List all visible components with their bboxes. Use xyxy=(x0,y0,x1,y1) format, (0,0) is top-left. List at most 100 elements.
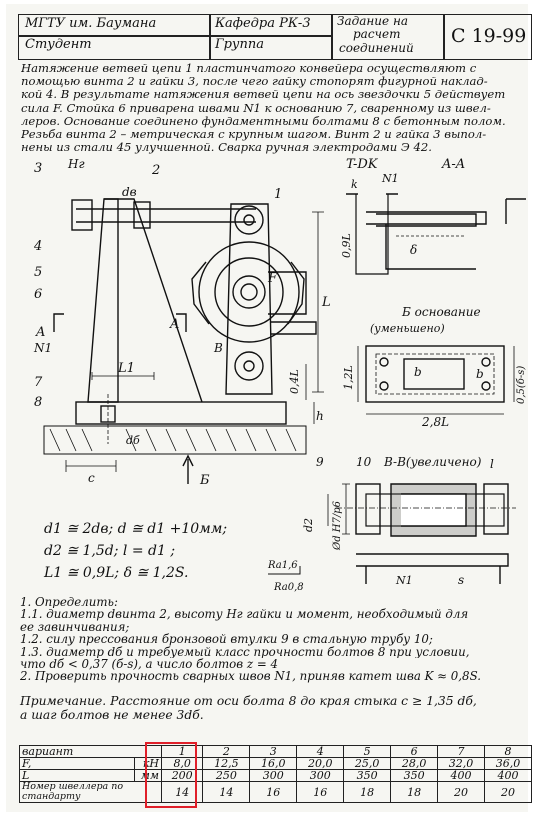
callout-10: 10 xyxy=(356,455,372,469)
dim-0-9l: 0,9L xyxy=(340,233,353,258)
dim-d-bolt: dб xyxy=(126,434,140,447)
technical-drawing: 3 Hг 2 dв 1 4 5 6 A A F L N1 L1 B 7 8 dб… xyxy=(33,157,527,593)
callout-1: 1 xyxy=(274,187,282,202)
channel-label-line-2: стандарту xyxy=(22,791,81,802)
assignment-code: С 19-99 xyxy=(451,25,527,47)
table-cell: 3 xyxy=(249,745,298,758)
weld-n1-bottom: N1 xyxy=(395,574,413,587)
dim-h: h xyxy=(316,409,324,423)
dim-0-4l: 0,4L xyxy=(288,369,301,394)
table-cell: 300 xyxy=(296,769,345,782)
requirement-line: 1.3. диаметр dб и требуемый класс прочно… xyxy=(20,645,470,659)
table-cell: 14 xyxy=(160,781,204,803)
table-cell: 18 xyxy=(390,781,439,803)
weld-n1-section: N1 xyxy=(381,172,399,185)
group-label: Группа xyxy=(215,37,264,52)
department-label: Кафедра РК-3 xyxy=(215,16,311,31)
channel-label-line-1: Номер швеллера по xyxy=(22,781,124,792)
view-b-title: Б основание xyxy=(401,305,481,319)
callout-3: 3 xyxy=(34,161,42,176)
note: Примечание. Расстояние от оси болта 8 до… xyxy=(20,694,530,722)
formula-line: d2 ≅ 1,5d; l = d1 ; xyxy=(44,543,176,559)
table-cell: 8 xyxy=(484,745,532,758)
requirement-line: что dб < 0,37 (б-s), а число болтов z = … xyxy=(20,658,278,671)
table-cell: 20,0 xyxy=(296,757,345,770)
dim-delta: δ xyxy=(410,243,417,257)
formula-line: d1 ≅ 2dв; d ≅ d1 +10мм; xyxy=(44,521,228,537)
weld-k: k xyxy=(351,178,358,191)
task-line: нены из стали 45 улучшенной. Сварка ручн… xyxy=(21,141,432,155)
table-cell: 20 xyxy=(437,781,485,803)
task-line: помощью винта 2 и гайки 3, после чего га… xyxy=(21,75,488,89)
dim-b-vertical: b xyxy=(476,367,484,381)
table-cell: 16 xyxy=(296,781,345,803)
variant-header: вариант xyxy=(19,745,162,758)
variant-1-highlight xyxy=(145,742,197,808)
force-label: F xyxy=(267,271,278,286)
requirement-line: ее завинчивания; xyxy=(20,620,130,634)
force-row-label: F, xyxy=(19,757,135,770)
view-b-arrow-label: Б xyxy=(199,473,210,488)
dim-s: s xyxy=(458,573,464,587)
section-t-dk: T-DK xyxy=(346,157,379,172)
dim-d2: d2 xyxy=(302,518,315,532)
table-cell: 14 xyxy=(202,781,251,803)
table-row: Номер швеллера по стандарту 14 14 16 16 … xyxy=(19,781,532,803)
table-row: L мм 200 250 300 300 350 350 400 400 xyxy=(19,769,532,782)
callout-2: 2 xyxy=(151,163,160,178)
task-line: Резьба винта 2 – метрическая с крупным ш… xyxy=(21,128,487,142)
note-line: Примечание. Расстояние от оси болта 8 до… xyxy=(20,694,477,708)
callout-4: 4 xyxy=(33,239,42,254)
dim-c: c xyxy=(88,471,95,485)
callout-6: 6 xyxy=(34,287,42,302)
section-a-a: A-A xyxy=(441,157,465,172)
student-label: Студент xyxy=(25,37,92,52)
table-cell: 250 xyxy=(202,769,251,782)
table-cell: 5 xyxy=(343,745,392,758)
dim-b-horizontal: b xyxy=(414,365,422,379)
table-cell: 7 xyxy=(437,745,485,758)
table-cell: 20 xyxy=(484,781,532,803)
worksheet: МГТУ им. Баумана Студент Кафедра РК-3 Гр… xyxy=(6,4,532,812)
table-row: вариант 1 2 3 4 5 6 7 8 xyxy=(19,745,532,758)
table-cell: 6 xyxy=(390,745,439,758)
table-cell: 18 xyxy=(343,781,392,803)
section-a-left: A xyxy=(35,325,45,340)
university-name: МГТУ им. Баумана xyxy=(25,16,157,31)
view-b-subtitle: (уменьшено) xyxy=(370,322,445,335)
callout-hg: Hг xyxy=(67,157,85,171)
title-block: МГТУ им. Баумана Студент Кафедра РК-3 Гр… xyxy=(18,14,532,60)
callout-7: 7 xyxy=(34,375,43,390)
callout-5: 5 xyxy=(34,265,42,280)
task-line: Натяжение ветвей цепи 1 пластинчатого ко… xyxy=(21,62,477,75)
task-line: кой 4. В результате натяжения ветвей цеп… xyxy=(21,88,506,102)
table-cell: 350 xyxy=(390,769,439,782)
assignment-title-3: соединений xyxy=(339,41,414,55)
table-cell: 28,0 xyxy=(390,757,439,770)
note-line: а шаг болтов не менее 3dб. xyxy=(20,708,204,722)
dim-l-main: L xyxy=(321,295,331,310)
assignment-title-2: расчет xyxy=(353,27,401,41)
length-row-label: L xyxy=(19,769,135,782)
section-b-b: B-B(увеличено) xyxy=(383,455,482,469)
table-cell: 350 xyxy=(343,769,392,782)
table-cell: 2 xyxy=(202,745,251,758)
channel-row-label: Номер швеллера по стандарту xyxy=(19,781,162,803)
table-cell: 400 xyxy=(484,769,532,782)
callout-9: 9 xyxy=(316,455,324,469)
callout-8: 8 xyxy=(34,395,42,410)
dim-2-8l: 2,8L xyxy=(421,415,449,429)
table-cell: 400 xyxy=(437,769,485,782)
formulas: d1 ≅ 2dв; d ≅ d1 +10мм; d2 ≅ 1,5d; l = d… xyxy=(44,518,227,584)
requirement-line: 1.1. диаметр dвинта 2, высоту Hг гайки и… xyxy=(20,608,469,621)
dim-1-2l: 1,2L xyxy=(342,365,355,390)
table-cell: 16 xyxy=(249,781,298,803)
variants-table: вариант 1 2 3 4 5 6 7 8 F, кН 8,0 12,5 1… xyxy=(19,745,532,803)
table-cell: 16,0 xyxy=(249,757,298,770)
table-cell: 300 xyxy=(249,769,298,782)
task-description: Натяжение ветвей цепи 1 пластинчатого ко… xyxy=(21,62,529,154)
dim-l1: L1 xyxy=(117,361,135,376)
roughness-1-6: Ra1,6 xyxy=(267,560,298,571)
assignment-title-1: Задание на xyxy=(337,14,408,28)
formula-line: L1 ≅ 0,9L; δ ≅ 1,2S. xyxy=(44,565,189,581)
